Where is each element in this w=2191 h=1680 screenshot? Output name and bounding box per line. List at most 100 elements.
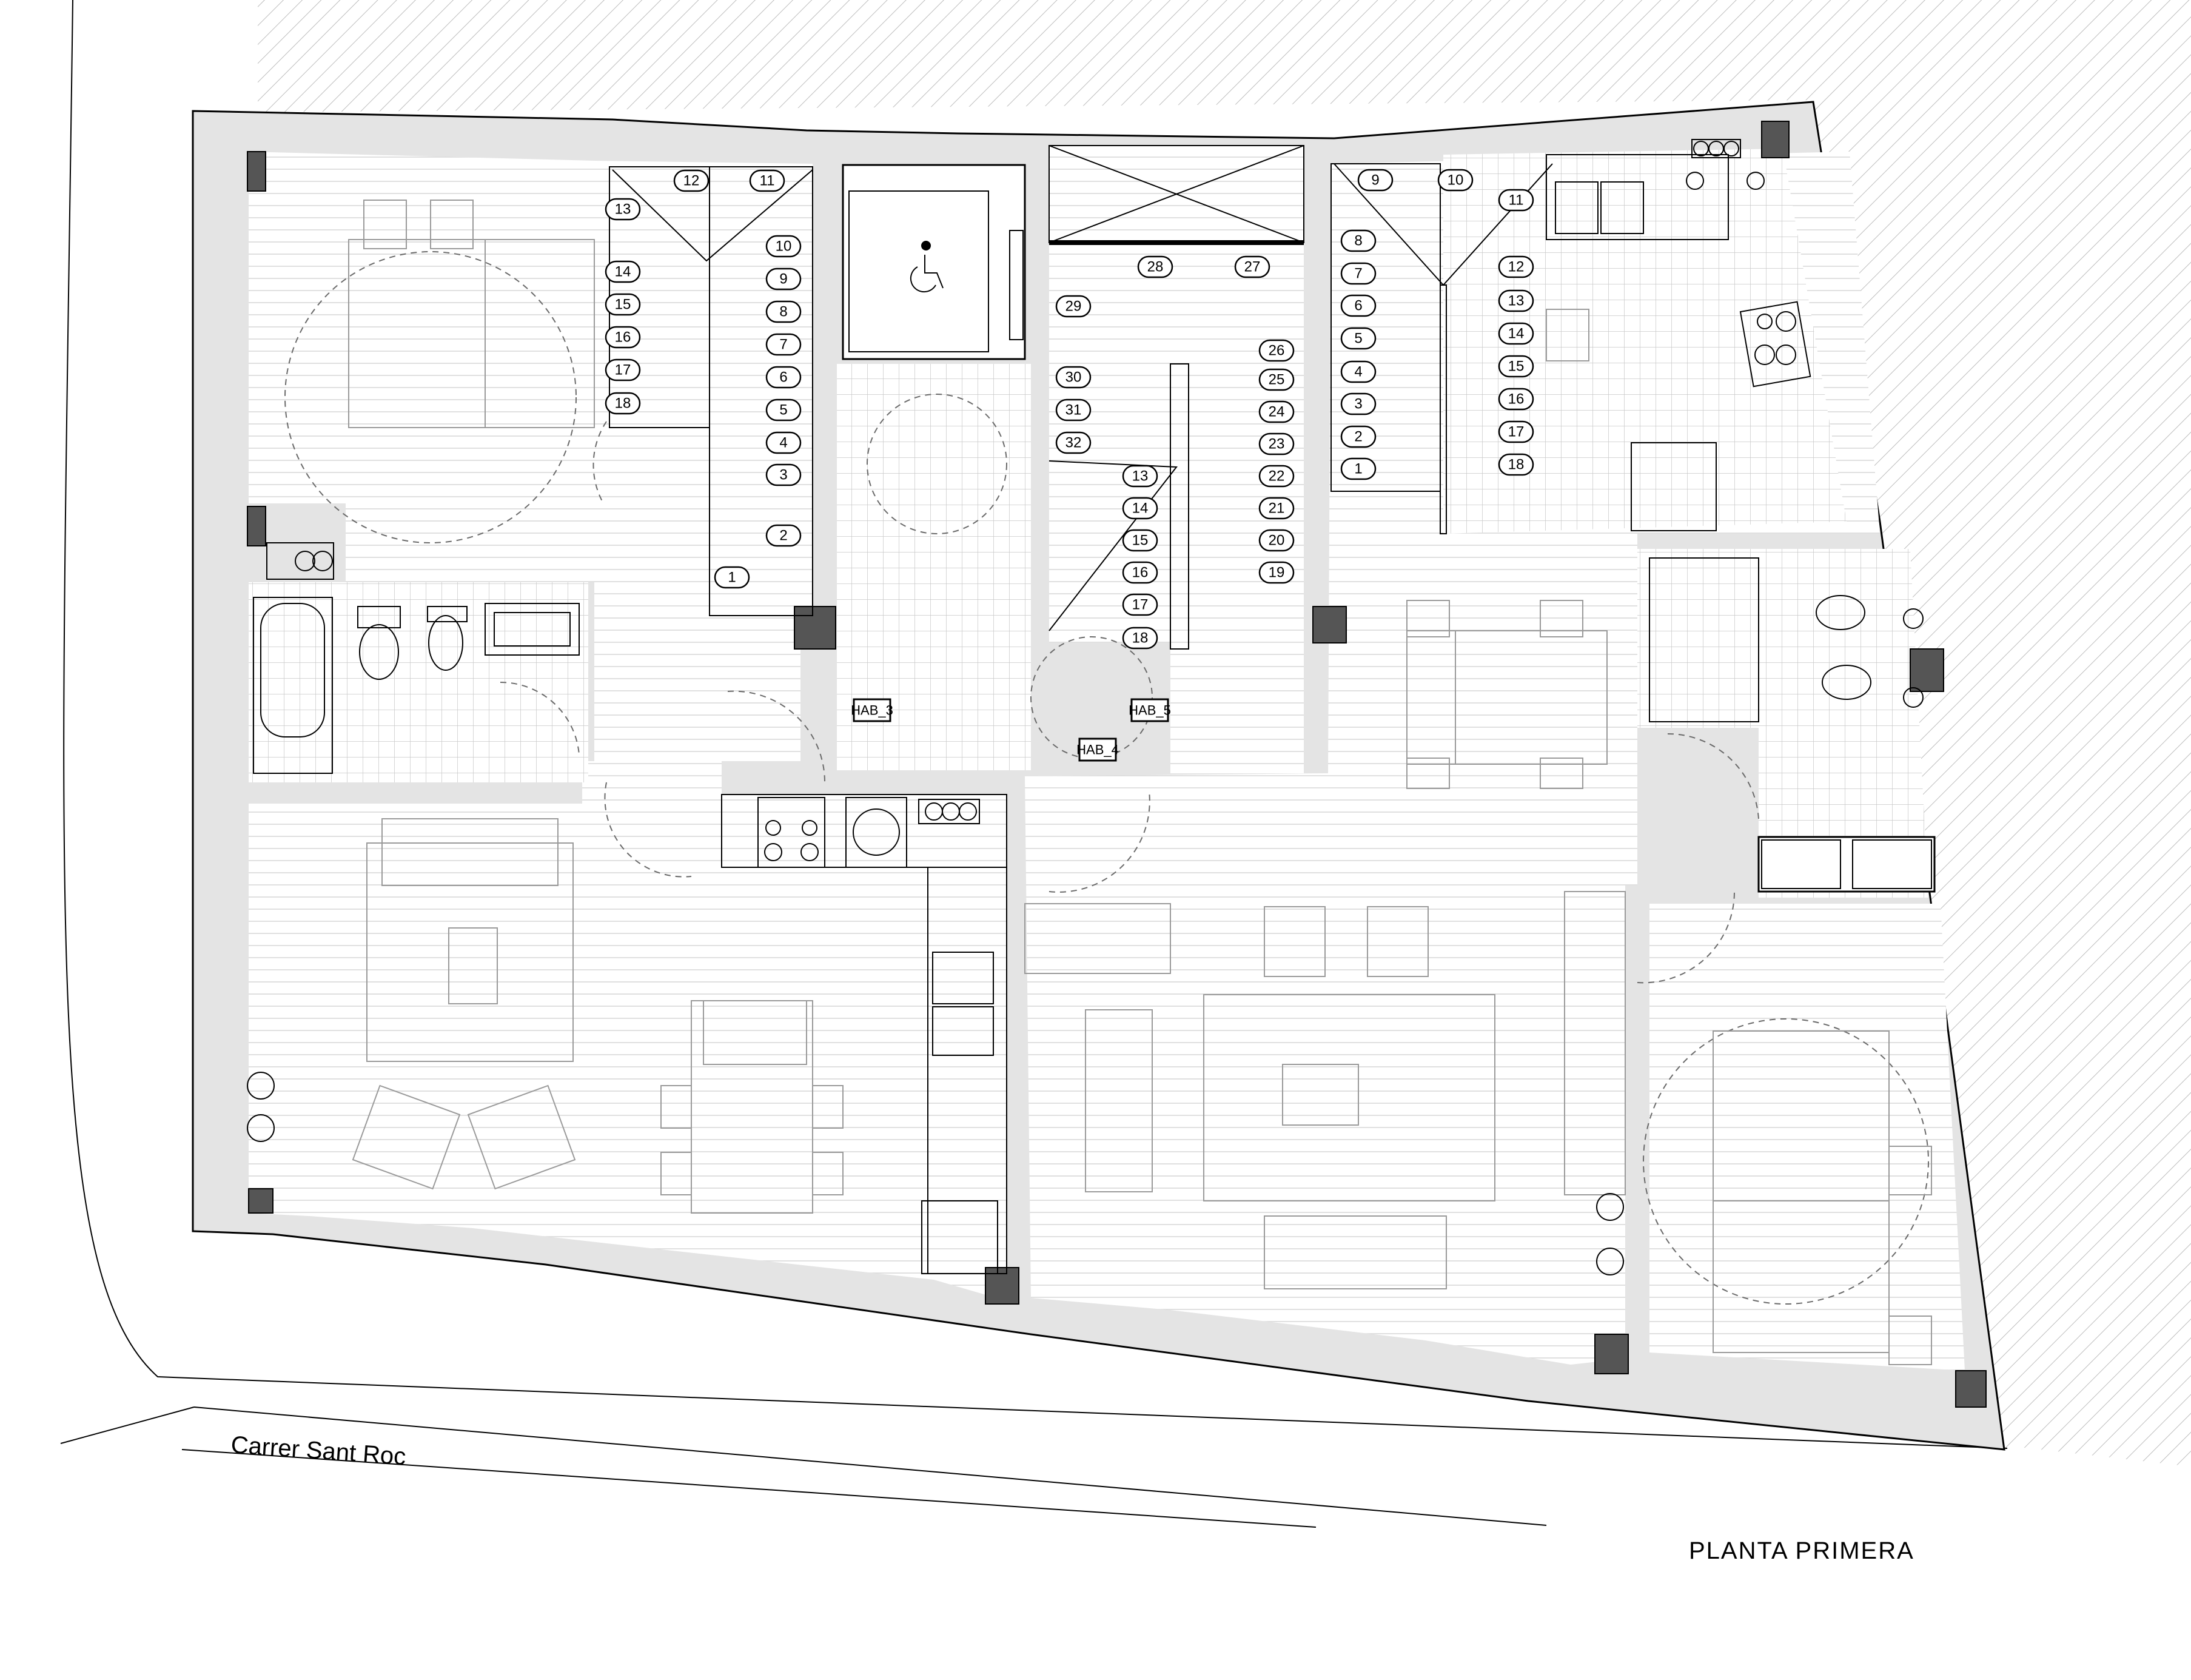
left-stair <box>609 166 813 616</box>
svg-text:3: 3 <box>779 467 787 483</box>
svg-text:10: 10 <box>776 238 792 255</box>
svg-text:11: 11 <box>760 173 775 189</box>
stair-step-left-6: 6 <box>765 366 802 389</box>
svg-text:7: 7 <box>779 337 787 353</box>
street-label: Carrer Sant Roc <box>230 1431 406 1470</box>
stair-step-left-2: 2 <box>765 524 802 547</box>
neighbour-hatch <box>258 0 2191 1680</box>
svg-text:16: 16 <box>1508 391 1525 408</box>
svg-text:17: 17 <box>1508 424 1525 440</box>
stair-step-left-10: 10 <box>765 235 802 258</box>
stair-step-right-14: 14 <box>1498 322 1534 345</box>
stair-step-middle-25: 25 <box>1258 368 1295 391</box>
left-bath-fixtures <box>253 597 580 774</box>
svg-text:13: 13 <box>1508 293 1525 309</box>
room-tag-hab-3: HAB_3 <box>851 698 893 722</box>
svg-text:18: 18 <box>1508 457 1525 473</box>
stair-step-middle-31: 31 <box>1055 398 1092 422</box>
stair-step-right-6: 6 <box>1340 294 1377 317</box>
svg-text:2: 2 <box>1354 429 1362 445</box>
svg-text:5: 5 <box>1354 331 1362 347</box>
stair-step-right-4: 4 <box>1340 360 1377 383</box>
svg-text:5: 5 <box>779 402 787 418</box>
stair-step-middle-18: 18 <box>1122 627 1158 650</box>
stair-step-right-9: 9 <box>1357 169 1394 192</box>
svg-text:9: 9 <box>1371 172 1379 189</box>
stair-step-left-7: 7 <box>765 333 802 356</box>
stair-step-numbers: 1234567891011121314151617181314151617181… <box>605 169 1534 650</box>
svg-text:13: 13 <box>615 201 631 218</box>
stair-step-right-16: 16 <box>1498 388 1534 411</box>
left-living-furniture <box>352 818 844 1214</box>
svg-text:2: 2 <box>779 528 787 544</box>
stair-step-right-10: 10 <box>1437 169 1474 192</box>
stair-step-right-17: 17 <box>1498 420 1534 443</box>
stair-step-left-12: 12 <box>673 169 710 192</box>
svg-text:14: 14 <box>1132 500 1149 517</box>
stair-step-right-15: 15 <box>1498 355 1534 378</box>
stair-step-left-3: 3 <box>765 463 802 486</box>
svg-text:17: 17 <box>615 362 631 378</box>
svg-text:19: 19 <box>1269 565 1285 581</box>
stair-step-right-11: 11 <box>1498 189 1534 212</box>
svg-text:15: 15 <box>1132 533 1149 549</box>
door-swings <box>500 421 1759 984</box>
stair-step-middle-20: 20 <box>1258 529 1295 552</box>
stair-step-left-8: 8 <box>765 300 802 323</box>
svg-text:12: 12 <box>683 173 700 189</box>
right-kitchen-fixtures <box>1546 139 1811 531</box>
stair-step-left-5: 5 <box>765 398 802 422</box>
svg-text:18: 18 <box>1132 630 1149 647</box>
plan-title: PLANTA PRIMERA <box>1689 1537 1914 1564</box>
svg-text:20: 20 <box>1269 533 1285 549</box>
stair-step-middle-16: 16 <box>1122 561 1158 584</box>
stair-step-middle-19: 19 <box>1258 561 1295 584</box>
svg-text:16: 16 <box>1132 565 1149 581</box>
stair-step-right-7: 7 <box>1340 262 1377 285</box>
stair-step-left-9: 9 <box>765 267 802 291</box>
stair-step-right-8: 8 <box>1340 229 1377 252</box>
svg-text:23: 23 <box>1269 436 1285 452</box>
svg-text:4: 4 <box>779 435 787 451</box>
street-lines <box>60 0 2008 1528</box>
stair-step-left-13: 13 <box>605 198 641 221</box>
stair-step-middle-24: 24 <box>1258 400 1295 423</box>
svg-text:21: 21 <box>1269 500 1285 517</box>
svg-text:17: 17 <box>1132 597 1149 613</box>
right-bedroom-furniture <box>247 1018 1932 1365</box>
stair-step-right-13: 13 <box>1498 289 1534 312</box>
svg-text:24: 24 <box>1269 404 1285 420</box>
stair-step-middle-30: 30 <box>1055 366 1092 389</box>
stair-step-middle-26: 26 <box>1258 339 1295 362</box>
right-living-furniture <box>1024 600 1626 1289</box>
stair-step-middle-14: 14 <box>1122 497 1158 520</box>
left-kitchen <box>721 794 1007 1274</box>
stair-step-right-5: 5 <box>1340 327 1377 350</box>
stair-step-left-4: 4 <box>765 431 802 454</box>
columns <box>247 121 1987 1408</box>
svg-text:28: 28 <box>1147 259 1164 275</box>
left-bedroom-furniture <box>266 200 595 580</box>
svg-text:6: 6 <box>779 369 787 386</box>
svg-text:16: 16 <box>615 329 631 346</box>
stair-step-middle-17: 17 <box>1122 593 1158 616</box>
svg-text:32: 32 <box>1065 435 1082 451</box>
svg-text:11: 11 <box>1509 192 1524 209</box>
stair-step-right-2: 2 <box>1340 425 1377 448</box>
right-bath-fixtures <box>1649 557 1932 889</box>
room-tag-hab-4: HAB_4 <box>1076 738 1119 762</box>
stair-step-right-1: 1 <box>1340 457 1377 480</box>
stair-step-left-18: 18 <box>605 392 641 415</box>
middle-stair <box>1049 145 1304 650</box>
svg-text:1: 1 <box>728 570 736 586</box>
lift <box>848 190 1153 759</box>
svg-text:4: 4 <box>1354 364 1362 380</box>
svg-text:15: 15 <box>1508 358 1525 375</box>
svg-text:14: 14 <box>615 264 631 280</box>
stair-step-right-18: 18 <box>1498 453 1534 476</box>
svg-text:25: 25 <box>1269 372 1285 388</box>
svg-text:3: 3 <box>1354 396 1362 412</box>
svg-text:10: 10 <box>1448 172 1464 189</box>
stair-step-middle-28: 28 <box>1137 255 1173 278</box>
